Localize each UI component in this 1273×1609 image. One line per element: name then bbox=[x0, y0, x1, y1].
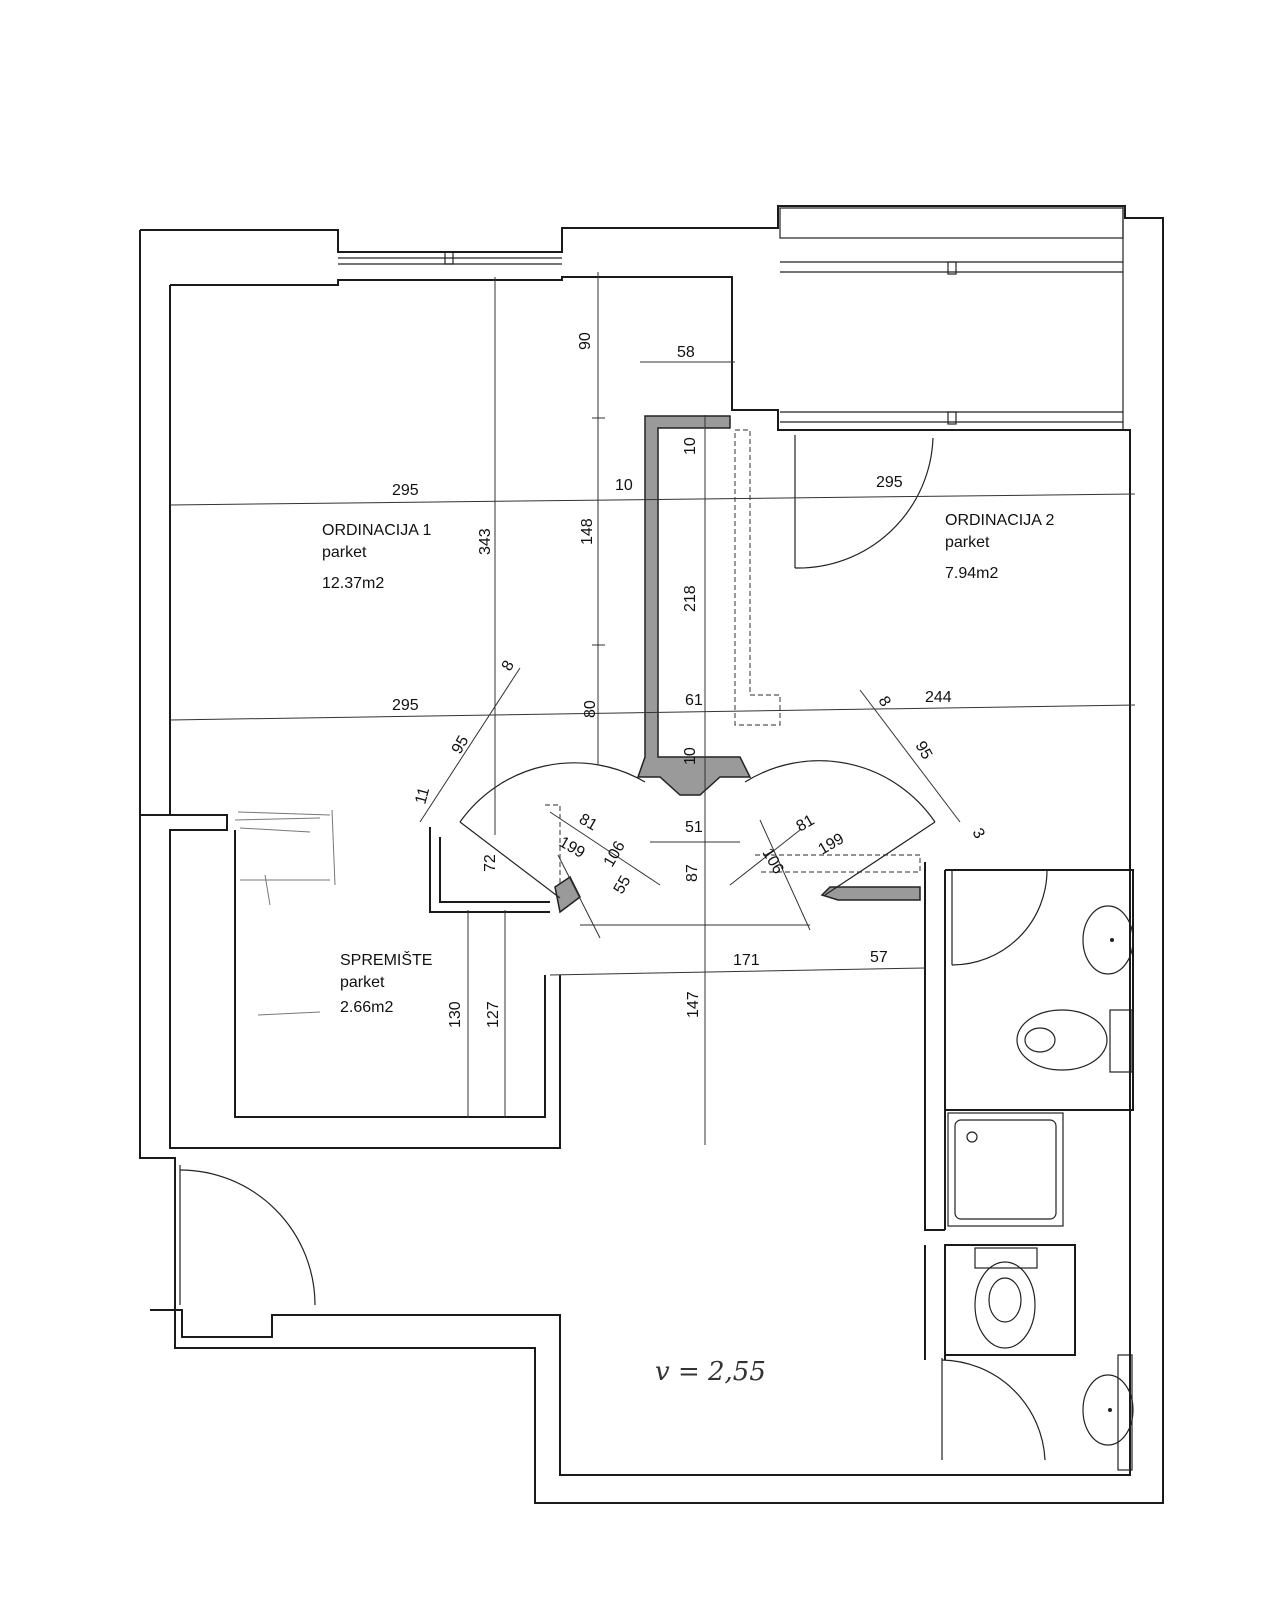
sink-icon-2 bbox=[1082, 1354, 1134, 1471]
sink-icon bbox=[1082, 905, 1134, 975]
room-area-spremiste: 2.66m2 bbox=[340, 999, 393, 1016]
dim-148: 148 bbox=[579, 518, 596, 545]
dim-295-top-right: 295 bbox=[876, 474, 903, 491]
room-name-ordinacija2: ORDINACIJA 2 bbox=[945, 512, 1054, 529]
dim-343: 343 bbox=[477, 528, 494, 555]
dim-80: 80 bbox=[582, 700, 599, 718]
room-floor-ordinacija1: parket bbox=[322, 544, 367, 561]
room-name-spremiste: SPREMIŠTE bbox=[340, 950, 432, 969]
dim-11: 11 bbox=[412, 785, 433, 806]
dim-147: 147 bbox=[685, 991, 702, 1018]
dim-81-right: 81 bbox=[794, 812, 818, 836]
toilet-icon-2 bbox=[974, 1247, 1038, 1349]
shower-icon bbox=[947, 1112, 1064, 1227]
dim-295-mid: 295 bbox=[392, 697, 419, 714]
dim-295-top-left: 295 bbox=[392, 482, 419, 499]
dim-199-right: 199 bbox=[816, 830, 848, 858]
dim-8-left: 8 bbox=[499, 658, 518, 674]
dim-51: 51 bbox=[685, 819, 703, 836]
window-top-left bbox=[338, 251, 562, 265]
dim-10-bottom: 10 bbox=[682, 747, 699, 765]
dim-218: 218 bbox=[682, 585, 699, 612]
dim-10-top: 10 bbox=[682, 437, 699, 455]
dim-58: 58 bbox=[677, 344, 695, 361]
toilet-icon bbox=[1016, 1009, 1133, 1073]
dim-8-right: 8 bbox=[875, 694, 894, 710]
bathroom-walls bbox=[924, 862, 1134, 1360]
dimension-lines bbox=[169, 272, 1136, 1145]
dim-55: 55 bbox=[611, 873, 635, 897]
pencil-sketch bbox=[234, 809, 336, 1016]
dim-95-left: 95 bbox=[449, 733, 473, 757]
room-area-ordinacija2: 7.94m2 bbox=[945, 565, 998, 582]
dim-61: 61 bbox=[685, 692, 703, 709]
dim-95-right: 95 bbox=[912, 739, 936, 763]
room-floor-spremiste: parket bbox=[340, 974, 385, 991]
room-floor-ordinacija2: parket bbox=[945, 534, 990, 551]
room-name-ordinacija1: ORDINACIJA 1 bbox=[322, 522, 431, 539]
dim-199-left: 199 bbox=[556, 834, 588, 862]
dim-130: 130 bbox=[447, 1001, 464, 1028]
doors bbox=[179, 435, 1048, 1461]
storage-walls bbox=[429, 827, 550, 913]
dim-87: 87 bbox=[684, 864, 701, 882]
dim-244: 244 bbox=[925, 689, 952, 706]
room-area-ordinacija1: 12.37m2 bbox=[322, 575, 384, 592]
dim-171: 171 bbox=[733, 952, 760, 969]
dim-10-left: 10 bbox=[615, 477, 633, 494]
dim-127: 127 bbox=[485, 1001, 502, 1028]
dim-3: 3 bbox=[969, 826, 988, 842]
outer-walls bbox=[139, 205, 1164, 1504]
dim-81-left: 81 bbox=[576, 811, 600, 835]
dim-57: 57 bbox=[870, 949, 888, 966]
height-note: v = 2,55 bbox=[655, 1357, 766, 1387]
dim-106-left: 106 bbox=[601, 838, 629, 870]
dim-72: 72 bbox=[482, 854, 499, 872]
partition-wall bbox=[554, 415, 921, 914]
balcony-right bbox=[779, 206, 1124, 430]
dim-90: 90 bbox=[577, 332, 594, 350]
